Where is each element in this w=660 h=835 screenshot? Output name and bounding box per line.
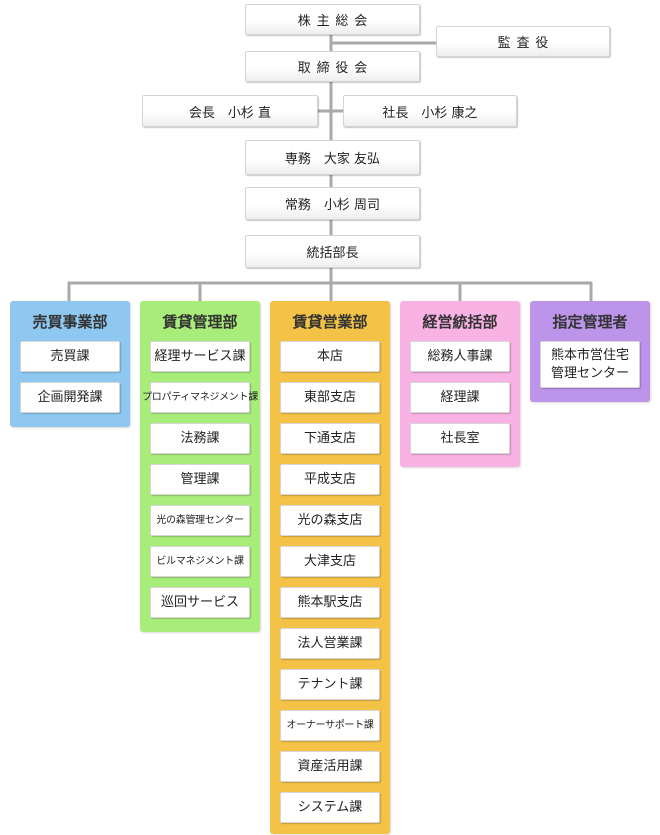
section-box: 本店 bbox=[280, 341, 380, 372]
section-box: 社長室 bbox=[410, 423, 510, 454]
department-rental-management: 賃貸管理部 経理サービス課 プロパティマネジメント課 法務課 管理課 光の森管理… bbox=[140, 301, 260, 632]
section-box: 熊本駅支店 bbox=[280, 587, 380, 618]
department-title: 賃貸管理部 bbox=[162, 313, 238, 331]
section-box: 企画開発課 bbox=[20, 382, 120, 413]
section-box: 平成支店 bbox=[280, 464, 380, 495]
department-rental-sales: 賃貸営業部 本店 東部支店 下通支店 平成支店 光の森支店 大津支店 熊本駅支店… bbox=[270, 301, 390, 834]
board-label: 取締役会 bbox=[297, 61, 374, 76]
auditor-box: 監査役 bbox=[436, 26, 610, 57]
section-box: 法人営業課 bbox=[280, 628, 380, 659]
president-label: 社長 小杉 康之 bbox=[382, 105, 478, 121]
section-box: テナント課 bbox=[280, 669, 380, 700]
auditor-label: 監査役 bbox=[497, 36, 555, 51]
department-title: 賃貸営業部 bbox=[292, 313, 368, 331]
president-box: 社長 小杉 康之 bbox=[343, 95, 517, 127]
section-box: 経理課 bbox=[410, 382, 510, 413]
section-box: 法務課 bbox=[150, 423, 250, 454]
shareholders-meeting-box: 株主総会 bbox=[245, 4, 420, 35]
section-box: オーナーサポート課 bbox=[280, 710, 380, 741]
department-corporate-management: 経営統括部 総務人事課 経理課 社長室 bbox=[400, 301, 520, 467]
chairman-box: 会長 小杉 直 bbox=[142, 95, 318, 127]
section-box: ビルマネジメント課 bbox=[150, 546, 250, 577]
section-box: 資産活用課 bbox=[280, 751, 380, 782]
senior-md-label: 専務 大家 友弘 bbox=[284, 152, 381, 167]
section-box: システム課 bbox=[280, 792, 380, 823]
chairman-label: 会長 小杉 直 bbox=[188, 105, 272, 121]
section-box: 売買課 bbox=[20, 341, 120, 372]
department-sales-purchase: 売買事業部 売買課 企画開発課 bbox=[10, 301, 130, 427]
board-of-directors-box: 取締役会 bbox=[245, 51, 420, 82]
shareholders-label: 株主総会 bbox=[297, 14, 374, 29]
section-box: 大津支店 bbox=[280, 546, 380, 577]
section-box: 光の森支店 bbox=[280, 505, 380, 536]
section-box: 総務人事課 bbox=[410, 341, 510, 372]
section-box: 東部支店 bbox=[280, 382, 380, 413]
section-box: 経理サービス課 bbox=[150, 341, 250, 372]
senior-managing-director-box: 専務 大家 友弘 bbox=[245, 140, 420, 175]
gm-label: 統括部長 bbox=[306, 246, 359, 261]
department-title: 売買事業部 bbox=[32, 313, 108, 331]
managing-director-box: 常務 小杉 周司 bbox=[245, 187, 420, 220]
department-designated-manager: 指定管理者 熊本市営住宅 管理センター bbox=[530, 301, 650, 402]
section-box: 管理課 bbox=[150, 464, 250, 495]
department-title: 経営統括部 bbox=[422, 313, 498, 331]
department-title: 指定管理者 bbox=[552, 313, 628, 331]
section-box: プロパティマネジメント課 bbox=[142, 382, 258, 413]
section-box: 下通支店 bbox=[280, 423, 380, 454]
section-box: 熊本市営住宅 管理センター bbox=[540, 341, 640, 388]
general-manager-box: 統括部長 bbox=[245, 235, 420, 268]
section-box: 巡回サービス bbox=[150, 587, 250, 618]
md-label: 常務 小杉 周司 bbox=[284, 198, 381, 213]
section-box: 光の森管理センター bbox=[150, 505, 250, 536]
